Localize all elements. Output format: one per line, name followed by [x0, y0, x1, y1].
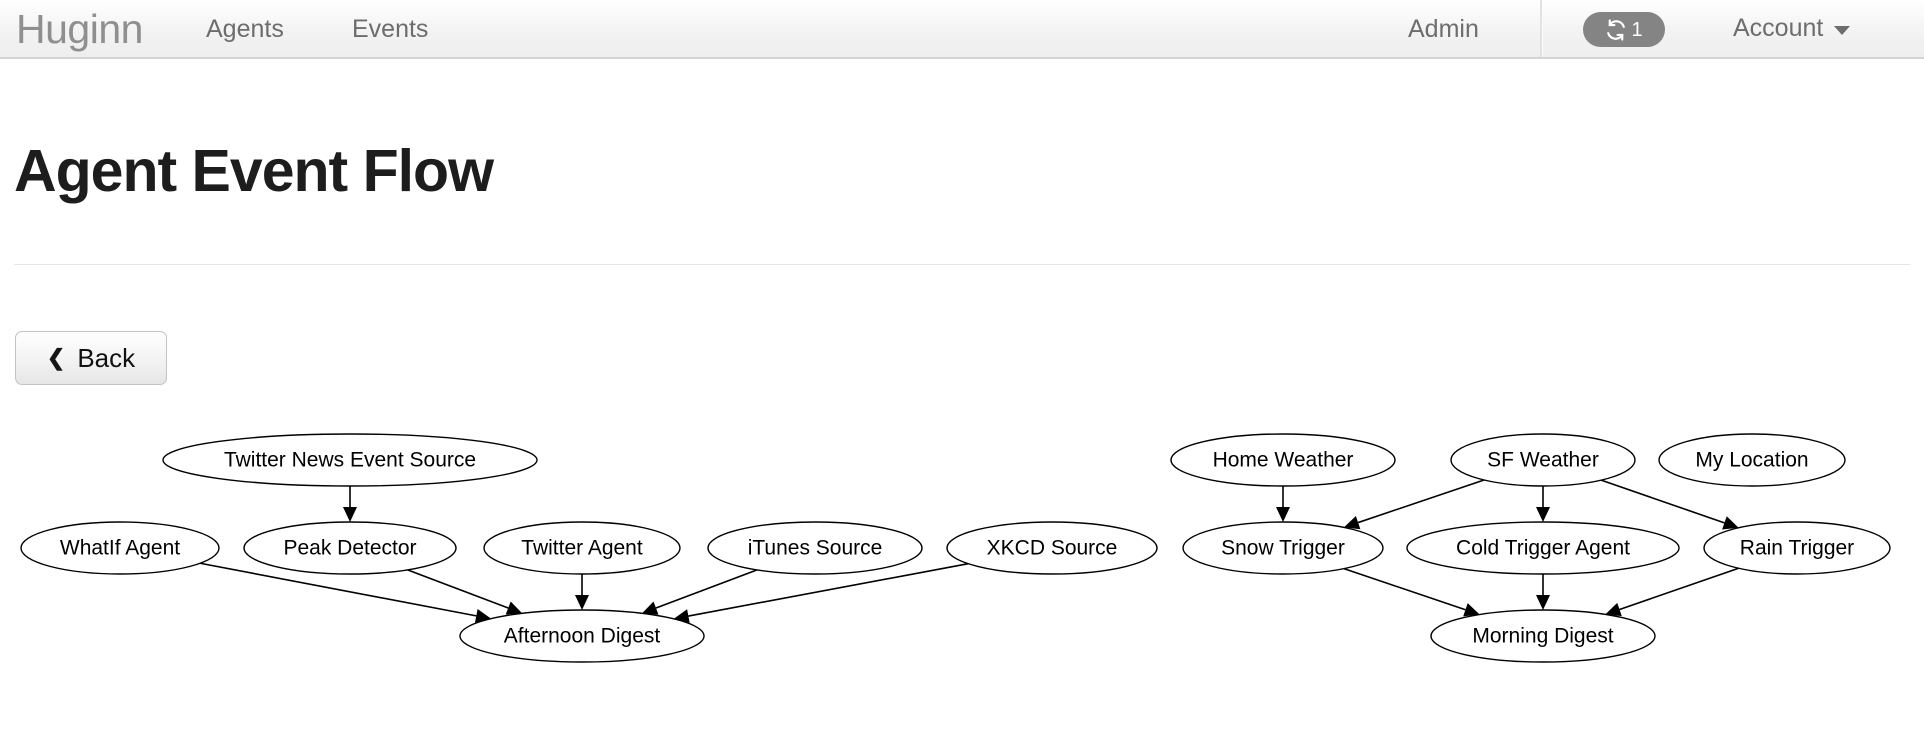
graph-node-my_location[interactable]: My Location [1658, 433, 1846, 487]
graph-node-sf_weather[interactable]: SF Weather [1450, 433, 1636, 487]
graph-node-rain_trigger[interactable]: Rain Trigger [1703, 521, 1891, 575]
graph-edge-arrowhead [575, 595, 589, 610]
graph-edge-sf_weather-to-snow_trigger [1357, 479, 1485, 524]
graph-node-shape[interactable] [1182, 521, 1384, 575]
navbar-divider [1540, 0, 1543, 57]
graph-node-shape[interactable] [1170, 433, 1396, 487]
graph-node-shape[interactable] [243, 521, 457, 575]
brand-logo[interactable]: Huginn [16, 6, 143, 52]
nav-link-events[interactable]: Events [352, 15, 429, 43]
graph-node-shape[interactable] [1450, 433, 1636, 487]
graph-node-shape[interactable] [1703, 521, 1891, 575]
account-dropdown[interactable]: Account [1733, 11, 1851, 45]
graph-node-shape[interactable] [1658, 433, 1846, 487]
refresh-icon [1605, 18, 1627, 41]
graph-edge-whatif_agent-to-afternoon_digest [199, 562, 477, 617]
graph-edge-arrowhead [1343, 515, 1361, 530]
graph-node-twitter_news_event_source[interactable]: Twitter News Event Source [162, 433, 538, 487]
graph-edge-arrowhead [1536, 507, 1550, 522]
worker-status-badge[interactable]: 1 [1583, 12, 1665, 47]
worker-count-label: 1 [1631, 18, 1643, 41]
back-button[interactable]: ❮ Back [15, 331, 167, 385]
chevron-left-icon: ❮ [46, 345, 66, 370]
graph-node-shape[interactable] [946, 521, 1158, 575]
graph-node-shape[interactable] [1430, 609, 1656, 663]
graph-node-shape[interactable] [162, 433, 538, 487]
back-button-label: Back [77, 343, 136, 373]
graph-edge-rain_trigger-to-morning_digest [1619, 567, 1739, 611]
graph-node-cold_trigger_agent[interactable]: Cold Trigger Agent [1406, 521, 1680, 575]
chevron-down-icon [1834, 25, 1851, 35]
graph-node-shape[interactable] [459, 609, 705, 663]
graph-edge-arrowhead [1722, 516, 1739, 530]
page-title: Agent Event Flow [14, 138, 494, 204]
graph-edge-arrowhead [641, 601, 659, 615]
graph-edges-layer [199, 479, 1739, 623]
graph-node-shape[interactable] [1406, 521, 1680, 575]
nav-link-admin[interactable]: Admin [1408, 15, 1479, 43]
graph-edge-peak_detector-to-afternoon_digest [407, 569, 509, 609]
top-navbar: Huginn Agents Events Admin 1 Account [0, 0, 1924, 59]
graph-node-twitter_agent[interactable]: Twitter Agent [483, 521, 681, 575]
graph-node-shape[interactable] [483, 521, 681, 575]
graph-edge-arrowhead [343, 507, 357, 522]
graph-edge-arrowhead [505, 601, 523, 615]
graph-node-snow_trigger[interactable]: Snow Trigger [1182, 521, 1384, 575]
graph-node-whatif_agent[interactable]: WhatIf Agent [20, 521, 220, 575]
header-divider [14, 264, 1910, 265]
graph-node-itunes_source[interactable]: iTunes Source [707, 521, 923, 575]
nav-link-agents[interactable]: Agents [206, 15, 284, 43]
graph-node-home_weather[interactable]: Home Weather [1170, 433, 1396, 487]
graph-edge-sf_weather-to-rain_trigger [1600, 479, 1725, 524]
graph-node-xkcd_source[interactable]: XKCD Source [946, 521, 1158, 575]
graph-node-peak_detector[interactable]: Peak Detector [243, 521, 457, 575]
graph-node-shape[interactable] [20, 521, 220, 575]
graph-node-morning_digest[interactable]: Morning Digest [1430, 609, 1656, 663]
graph-edge-arrowhead [1463, 603, 1480, 617]
graph-edge-itunes_source-to-afternoon_digest [655, 569, 758, 609]
graph-edge-snow_trigger-to-morning_digest [1343, 567, 1466, 611]
graph-edge-xkcd_source-to-afternoon_digest [688, 562, 969, 617]
graph-edge-arrowhead [1276, 507, 1290, 522]
account-label: Account [1733, 14, 1824, 42]
graph-node-afternoon_digest[interactable]: Afternoon Digest [459, 609, 705, 663]
graph-node-shape[interactable] [707, 521, 923, 575]
graph-edge-arrowhead [1605, 602, 1622, 617]
graph-edge-arrowhead [1536, 595, 1550, 610]
